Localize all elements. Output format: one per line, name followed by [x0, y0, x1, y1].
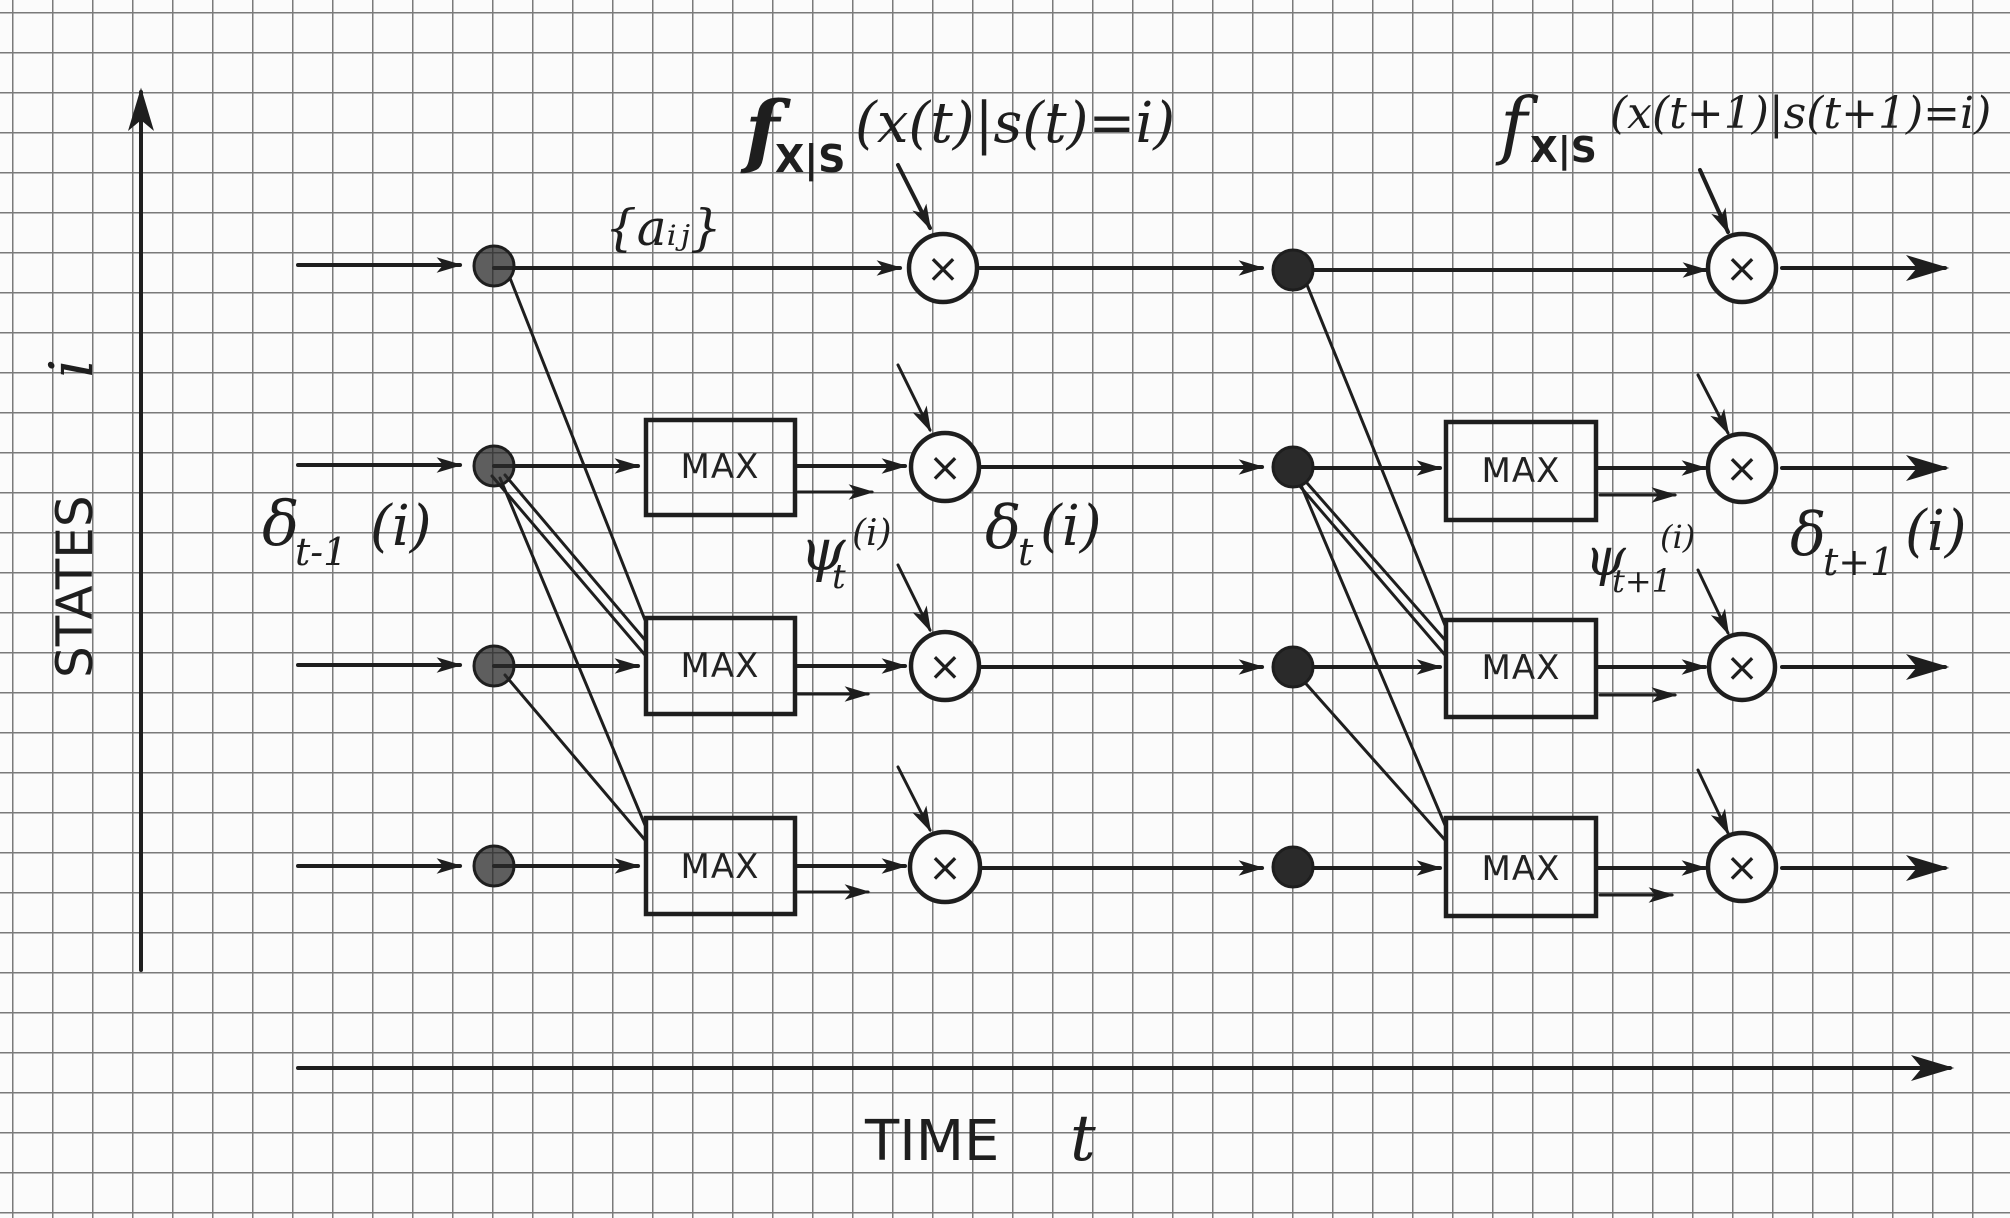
svg-text:(x(t)|s(t)=i): (x(t)|s(t)=i)	[855, 91, 1175, 156]
svg-text:t+1: t+1	[1823, 540, 1894, 584]
stage-2-emission-arrows	[1696, 168, 1730, 836]
state-node	[1271, 445, 1315, 489]
x-axis-label: TIME	[864, 1109, 999, 1174]
state-node	[472, 644, 516, 688]
psi-t1-label: ψ t+1 (i)	[1585, 518, 1695, 600]
stage-1-nodes	[472, 244, 516, 888]
svg-text:X|S: X|S	[775, 137, 846, 182]
delta-next-label: δ t+1 (i)	[1790, 499, 1967, 584]
stage-1-emission-arrows	[896, 163, 932, 833]
delta-prev-label: δ t-1 (i)	[262, 487, 432, 574]
stage-1-lines	[296, 257, 1265, 900]
x-axis-symbol: t	[1070, 1102, 1096, 1176]
transition-label: {aᵢⱼ}	[605, 199, 722, 257]
stage-2-transitions	[1290, 278, 1447, 842]
multiply-symbol: ×	[928, 445, 962, 491]
y-axis-symbol: i	[37, 359, 107, 378]
multiply-symbol: ×	[928, 644, 962, 690]
multiply-symbol: ×	[1725, 645, 1759, 691]
max-box	[1443, 617, 1599, 720]
state-node	[1271, 845, 1315, 889]
svg-text:t: t	[832, 557, 846, 597]
multiply-node	[907, 829, 983, 905]
multiply-symbol: ×	[928, 845, 962, 891]
svg-text:t-1: t-1	[295, 530, 347, 574]
multiply-symbol: ×	[926, 246, 960, 292]
max-label: MAX	[681, 646, 760, 686]
emission-label-t1: f X|S (x(t+1)|s(t+1)=i)	[1495, 82, 1991, 171]
stage-1-max-boxes: MAX MAX MAX	[643, 417, 798, 917]
state-node	[472, 444, 516, 488]
stage-2-max-boxes: MAX MAX MAX	[1443, 419, 1599, 919]
stage-2-nodes	[1271, 248, 1315, 889]
svg-text:(x(t+1)|s(t+1)=i): (x(t+1)|s(t+1)=i)	[1610, 88, 1991, 139]
multiply-node	[1705, 431, 1779, 505]
svg-text:δ: δ	[262, 487, 299, 560]
svg-text:δ: δ	[1790, 500, 1826, 570]
state-node	[472, 244, 516, 288]
stage-2-lines	[1305, 255, 1950, 903]
multiply-symbol: ×	[1725, 246, 1759, 292]
multiply-node	[1705, 231, 1779, 305]
svg-text:δ: δ	[985, 493, 1021, 563]
multiply-node	[906, 231, 980, 305]
svg-text:(i): (i)	[370, 494, 432, 559]
max-box	[643, 417, 798, 518]
svg-text:(i): (i)	[1660, 518, 1695, 556]
multiply-node	[908, 430, 982, 504]
svg-text:t: t	[1018, 530, 1034, 574]
svg-text:t+1: t+1	[1612, 562, 1672, 600]
svg-text:(i): (i)	[1040, 494, 1102, 559]
multiply-symbol: ×	[1725, 446, 1759, 492]
max-label: MAX	[1482, 451, 1561, 491]
multiply-symbol: ×	[1725, 845, 1759, 891]
state-node	[1271, 248, 1315, 292]
multiply-node	[1706, 631, 1778, 703]
svg-text:(i): (i)	[852, 513, 892, 554]
svg-text:(i): (i)	[1905, 499, 1967, 564]
state-node	[472, 844, 516, 888]
emission-label-t: f X|S (x(t)|s(t)=i)	[740, 83, 1175, 182]
max-label: MAX	[1482, 849, 1561, 889]
psi-t-label: ψ t (i)	[800, 513, 892, 597]
max-box	[643, 815, 798, 917]
svg-text:X|S: X|S	[1530, 130, 1597, 171]
svg-text:ψ: ψ	[1585, 528, 1627, 588]
max-label: MAX	[1482, 648, 1561, 688]
multiply-node	[908, 629, 982, 703]
y-axis-label: STATES	[46, 495, 104, 678]
max-label: MAX	[681, 847, 760, 887]
stage-1-transitions	[490, 276, 647, 842]
max-box	[1443, 419, 1599, 523]
max-label: MAX	[681, 447, 760, 487]
state-node	[1271, 645, 1315, 689]
max-box	[643, 615, 798, 717]
multiply-node	[1705, 830, 1779, 904]
svg-text:ψ: ψ	[800, 516, 846, 584]
max-box	[1443, 815, 1599, 919]
stage-1-multipliers: × × × ×	[906, 231, 983, 905]
stage-2-multipliers: × × × ×	[1705, 231, 1779, 904]
delta-t-label: δ t (i)	[985, 493, 1102, 574]
